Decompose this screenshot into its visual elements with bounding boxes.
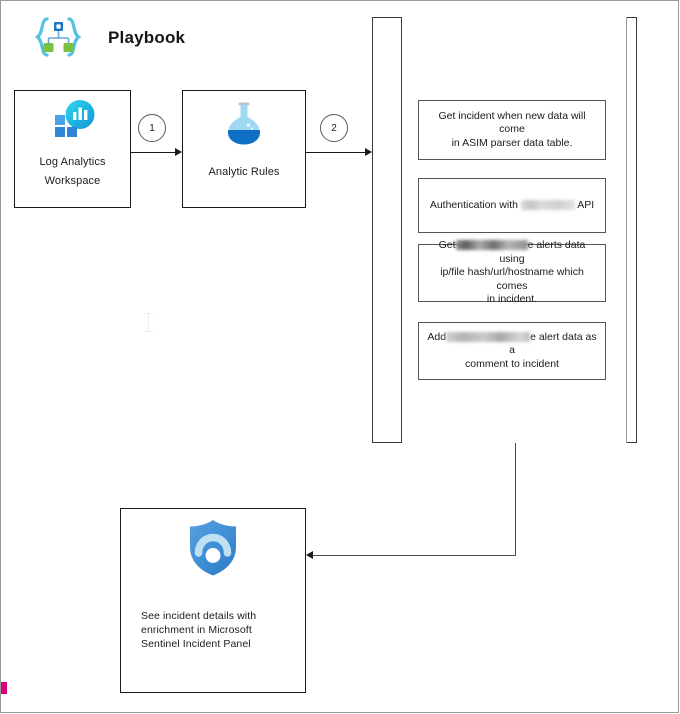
playbook-step-get-alerts[interactable]: Get e alerts data using ip/file hash/url/… — [418, 239, 606, 305]
step-1-line1: Get incident when new data will come — [438, 109, 586, 136]
sentinel-label-line3: Sentinel Incident Panel — [141, 638, 251, 650]
text-cursor-artifact — [144, 313, 153, 332]
step-4-suffix: e alert data as a — [509, 330, 597, 357]
log-analytics-workspace-icon — [47, 98, 99, 146]
microsoft-sentinel-shield-icon — [185, 517, 241, 579]
step-2-redaction — [520, 199, 575, 210]
connector-3-arrowhead — [306, 551, 313, 559]
playbook-step-add-comment-text: Add e alert data as a comment to incident — [425, 331, 599, 372]
log-analytics-label-line1: Log Analytics — [39, 156, 106, 168]
step-badge-2-label: 2 — [331, 122, 337, 134]
selection-marker — [1, 682, 7, 694]
node-label-sentinel: See incident details with enrichment in … — [141, 609, 256, 651]
node-sentinel-incident-panel[interactable]: See incident details with enrichment in … — [120, 508, 306, 693]
step-4-line2: comment to incident — [465, 357, 559, 370]
sentinel-label-line1: See incident details with — [141, 610, 257, 622]
playbook-header: Playbook — [30, 12, 252, 64]
node-analytic-rules[interactable]: Analytic Rules — [182, 90, 306, 208]
step-3-redaction — [455, 240, 528, 251]
playbook-step-trigger[interactable]: Get incident when new data will come in … — [418, 100, 606, 160]
connector-2-line — [306, 152, 366, 153]
step-3-line3: in incident. — [486, 293, 538, 306]
connector-2-arrowhead — [365, 148, 372, 156]
playbook-title: Playbook — [108, 28, 186, 47]
node-label-log-analytics: Log Analytics Workspace — [39, 153, 105, 191]
step-4-prefix: Add — [427, 330, 447, 343]
step-badge-1-label: 1 — [149, 122, 155, 134]
step-2-suffix: API — [577, 198, 595, 211]
playbook-step-authentication[interactable]: Authentication with API — [418, 178, 606, 233]
step-4-redaction — [446, 331, 531, 342]
connector-1-line — [131, 152, 175, 153]
step-1-line2: in ASIM parser data table. — [451, 136, 573, 149]
step-badge-2: 2 — [320, 114, 348, 142]
step-3-line2: ip/file hash/url/hostname which comes — [440, 266, 584, 292]
playbook-step-get-alerts-text: Get e alerts data using ip/file hash/url/… — [425, 239, 599, 307]
step-2-prefix: Authentication with — [429, 198, 518, 211]
step-3-prefix: Get — [438, 239, 456, 252]
logic-apps-playbook-icon — [30, 15, 86, 61]
playbook-step-trigger-text: Get incident when new data will come in … — [425, 110, 599, 151]
step-badge-1: 1 — [138, 114, 166, 142]
connector-1-arrowhead — [175, 148, 182, 156]
node-label-analytic-rules: Analytic Rules — [208, 166, 280, 178]
connector-3-vertical — [515, 443, 516, 556]
node-log-analytics-workspace[interactable]: Log Analytics Workspace — [14, 90, 131, 208]
log-analytics-label-line2: Workspace — [44, 175, 101, 187]
step-3-suffix: e alerts data using — [499, 239, 586, 265]
playbook-step-add-comment[interactable]: Add e alert data as a comment to incident — [418, 322, 606, 380]
connector-3-horizontal — [312, 555, 516, 556]
playbook-step-authentication-text: Authentication with API — [430, 199, 594, 213]
analytic-rules-flask-icon — [221, 97, 267, 149]
sentinel-label-line2: enrichment in Microsoft — [141, 624, 252, 636]
